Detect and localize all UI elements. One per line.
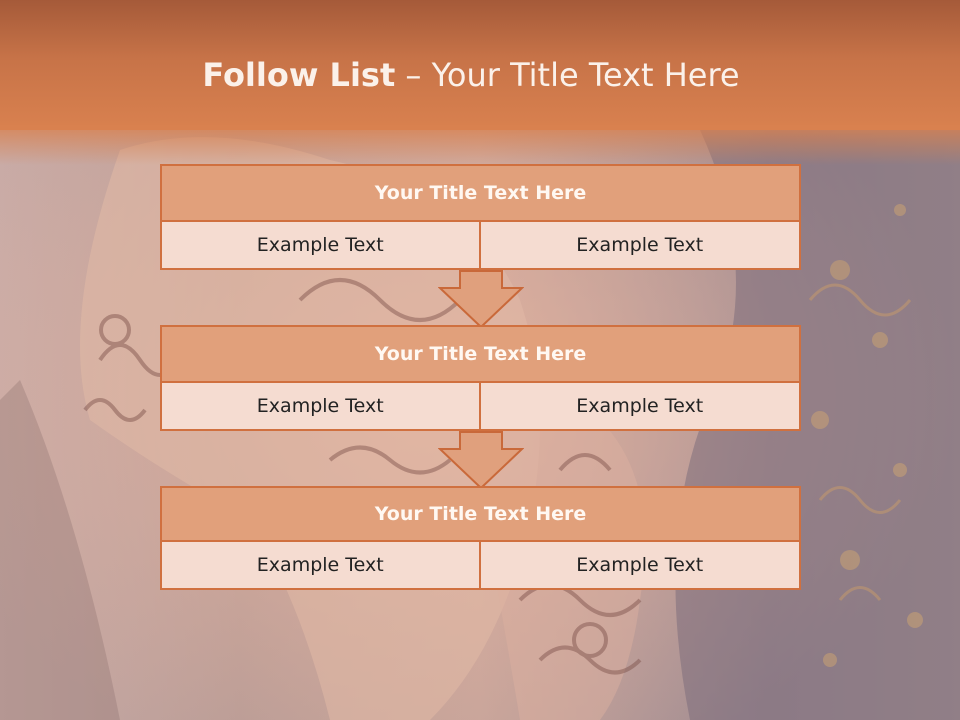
block-cell-left[interactable]: Example Text: [160, 542, 481, 590]
list-block-1: Your Title Text Here Example Text Exampl…: [160, 164, 801, 270]
block-row: Example Text Example Text: [160, 222, 801, 270]
block-row: Example Text Example Text: [160, 542, 801, 590]
block-cell-left[interactable]: Example Text: [160, 383, 481, 431]
block-cell-right[interactable]: Example Text: [480, 542, 801, 590]
block-cell-right[interactable]: Example Text: [480, 222, 801, 270]
block-cell-left[interactable]: Example Text: [160, 222, 481, 270]
title-bar-fade: [0, 125, 960, 165]
slide-title-rest: – Your Title Text Here: [395, 56, 740, 94]
block-title[interactable]: Your Title Text Here: [160, 164, 801, 222]
down-arrow-icon: [438, 270, 524, 328]
down-arrow-icon: [438, 431, 524, 489]
list-block-2: Your Title Text Here Example Text Exampl…: [160, 325, 801, 431]
block-cell-right[interactable]: Example Text: [480, 383, 801, 431]
slide-title: Follow List – Your Title Text Here: [0, 52, 942, 98]
list-block-3: Your Title Text Here Example Text Exampl…: [160, 486, 801, 590]
block-title[interactable]: Your Title Text Here: [160, 325, 801, 383]
slide-title-bold: Follow List: [202, 56, 396, 94]
block-row: Example Text Example Text: [160, 383, 801, 431]
title-bar: [0, 0, 960, 130]
block-title[interactable]: Your Title Text Here: [160, 486, 801, 542]
